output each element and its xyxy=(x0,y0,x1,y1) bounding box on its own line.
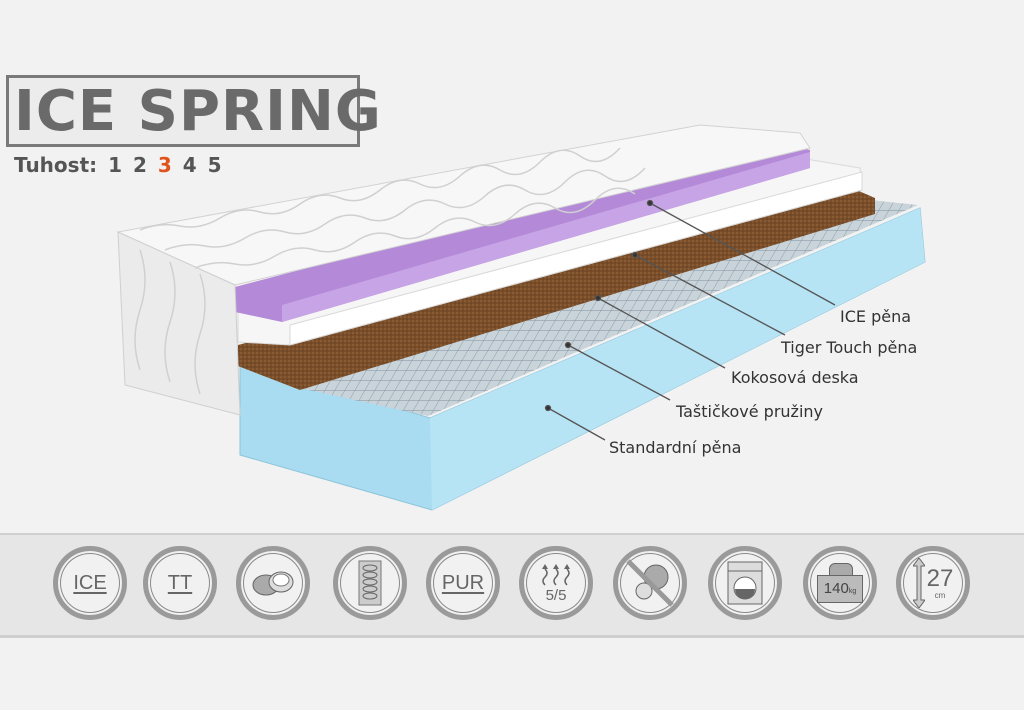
layer-label-standard-foam: Standardní pěna xyxy=(609,438,742,457)
product-title: ICE SPRING xyxy=(14,79,382,144)
firmness-level: 2 xyxy=(132,153,147,177)
pur-foam-icon: PUR xyxy=(426,546,500,620)
firmness-level: 5 xyxy=(207,153,222,177)
firmness-level: 1 xyxy=(108,153,123,177)
mattress-illustration xyxy=(116,124,926,511)
firmness-label: Tuhost: xyxy=(14,153,98,177)
feature-icons-bar: ICE TT PUR 5/5 140kg 27 cm xyxy=(0,533,1024,638)
coconut-icon xyxy=(236,546,310,620)
pocket-spring-icon xyxy=(333,546,407,620)
max-load-icon: 140kg xyxy=(803,546,877,620)
firmness-level-selected: 3 xyxy=(157,153,172,177)
layer-label-tiger-touch: Tiger Touch pěna xyxy=(781,338,918,357)
layer-label-ice-foam: ICE pěna xyxy=(840,307,912,326)
ice-foam-icon: ICE xyxy=(53,546,127,620)
layer-pocket-springs xyxy=(300,200,918,416)
firmness-level: 4 xyxy=(182,153,197,177)
breathability-icon: 5/5 xyxy=(519,546,593,620)
layer-label-coconut: Kokosová deska xyxy=(731,368,859,387)
height-icon: 27 cm xyxy=(896,546,970,620)
anti-mite-icon xyxy=(613,546,687,620)
layer-label-pocket-springs: Taštičkové pružiny xyxy=(676,402,823,421)
firmness-scale: Tuhost: 1 2 3 4 5 xyxy=(14,153,226,177)
layer-coconut xyxy=(238,185,875,390)
tiger-touch-icon: TT xyxy=(143,546,217,620)
title-frame xyxy=(6,75,360,147)
washable-cover-icon xyxy=(708,546,782,620)
